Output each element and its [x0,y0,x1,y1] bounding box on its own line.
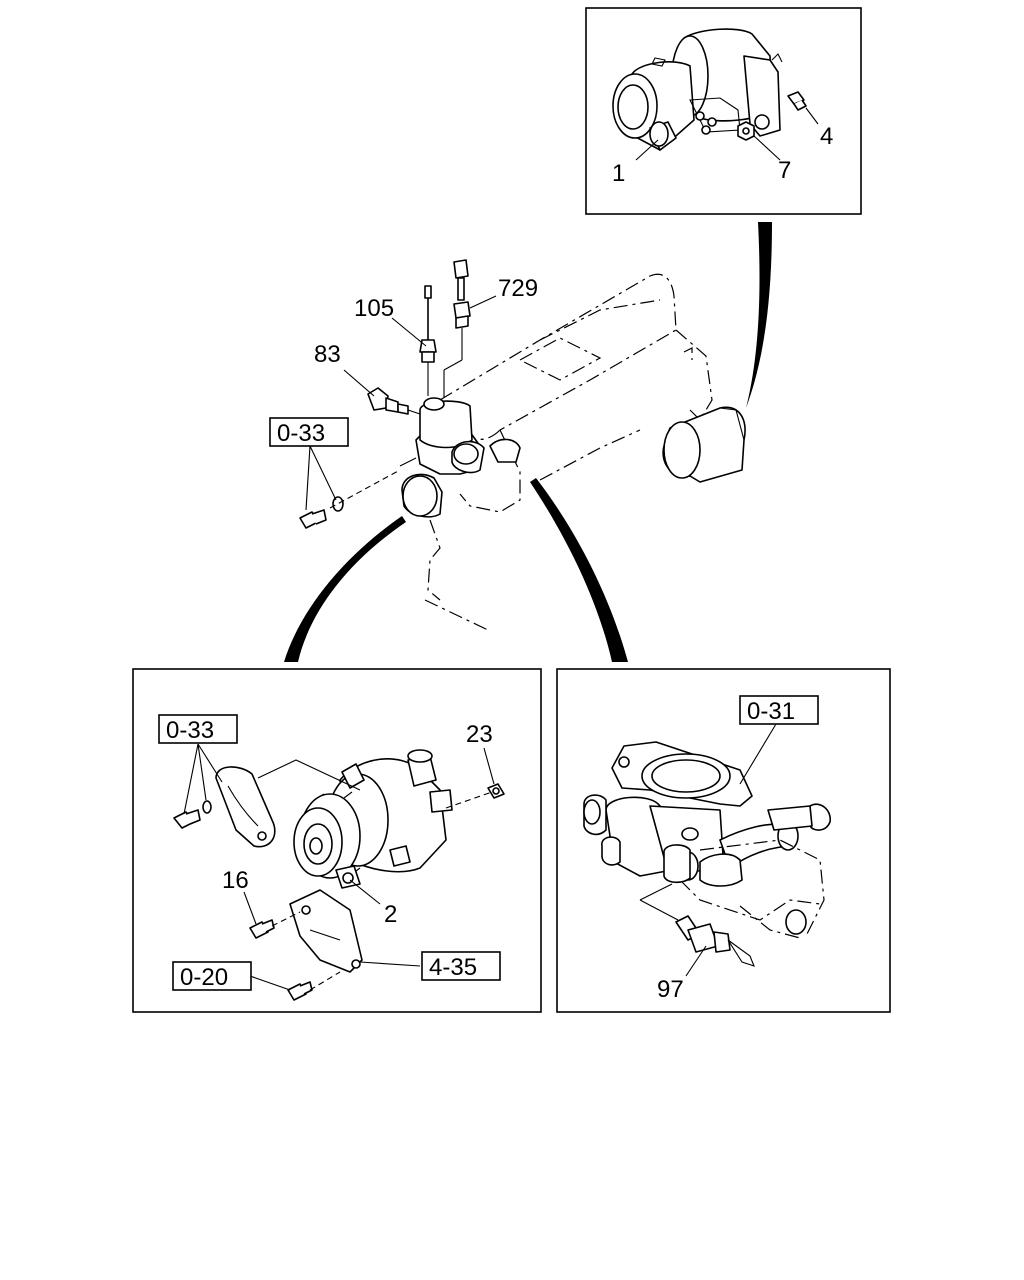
ref-box-thermostat-housing [739,695,819,725]
thermostat-housing-drawing [583,741,831,939]
ref-engine-bolt-washer: 0-33 [277,420,325,447]
engine-outline [399,273,746,631]
temp-sensor-drawing [675,915,755,967]
callout-starter-nut: 7 [778,157,791,184]
thermo-sensor-drawing [367,387,421,415]
callout-thermo-switch: 729 [498,275,538,302]
callout-thermo-sensor: 83 [314,341,341,368]
starter-bolt-drawing [787,91,807,111]
ref-box-engine-bolt [269,417,349,447]
ref-box-generator-bolt [158,714,238,744]
engine-bolt-drawing [299,469,401,529]
ref-box-bracket-bolt [172,961,252,991]
callout-temp-sensor: 97 [657,976,684,1003]
callout-starter-bolt: 4 [820,123,833,150]
generator-fasteners-drawing [173,783,505,1001]
generator-inset-frame [132,668,542,1013]
callout-water-temp-gauge-unit: 105 [354,295,394,322]
callout-starter-motor: 1 [612,160,625,187]
callout-generator: 2 [384,901,397,928]
generator-bracket-drawing [289,889,363,973]
ref-generator-bolt-washer: 0-33 [166,717,214,744]
callout-generator-bolt: 16 [222,867,249,894]
starter-nut-drawing [737,121,755,141]
ref-thermostat-housing: 0-31 [747,698,795,725]
ref-generator-bracket: 4-35 [429,954,477,981]
inset-connector-generator [284,516,406,662]
ref-bracket-bolt: 0-20 [180,964,228,991]
ref-box-generator-bracket [421,951,501,981]
starter-motor-drawing [612,28,783,151]
water-temp-gauge-unit-drawing [419,285,437,396]
inset-connector-thermostat [530,478,628,662]
starter-inset-frame [585,7,862,215]
thermo-switch-drawing [443,259,471,398]
callout-generator-nut: 23 [466,721,493,748]
generator-drawing [293,749,453,889]
adjusting-plate-drawing [215,766,276,848]
inset-connector-starter [746,222,772,408]
thermostat-inset-frame [556,668,891,1013]
